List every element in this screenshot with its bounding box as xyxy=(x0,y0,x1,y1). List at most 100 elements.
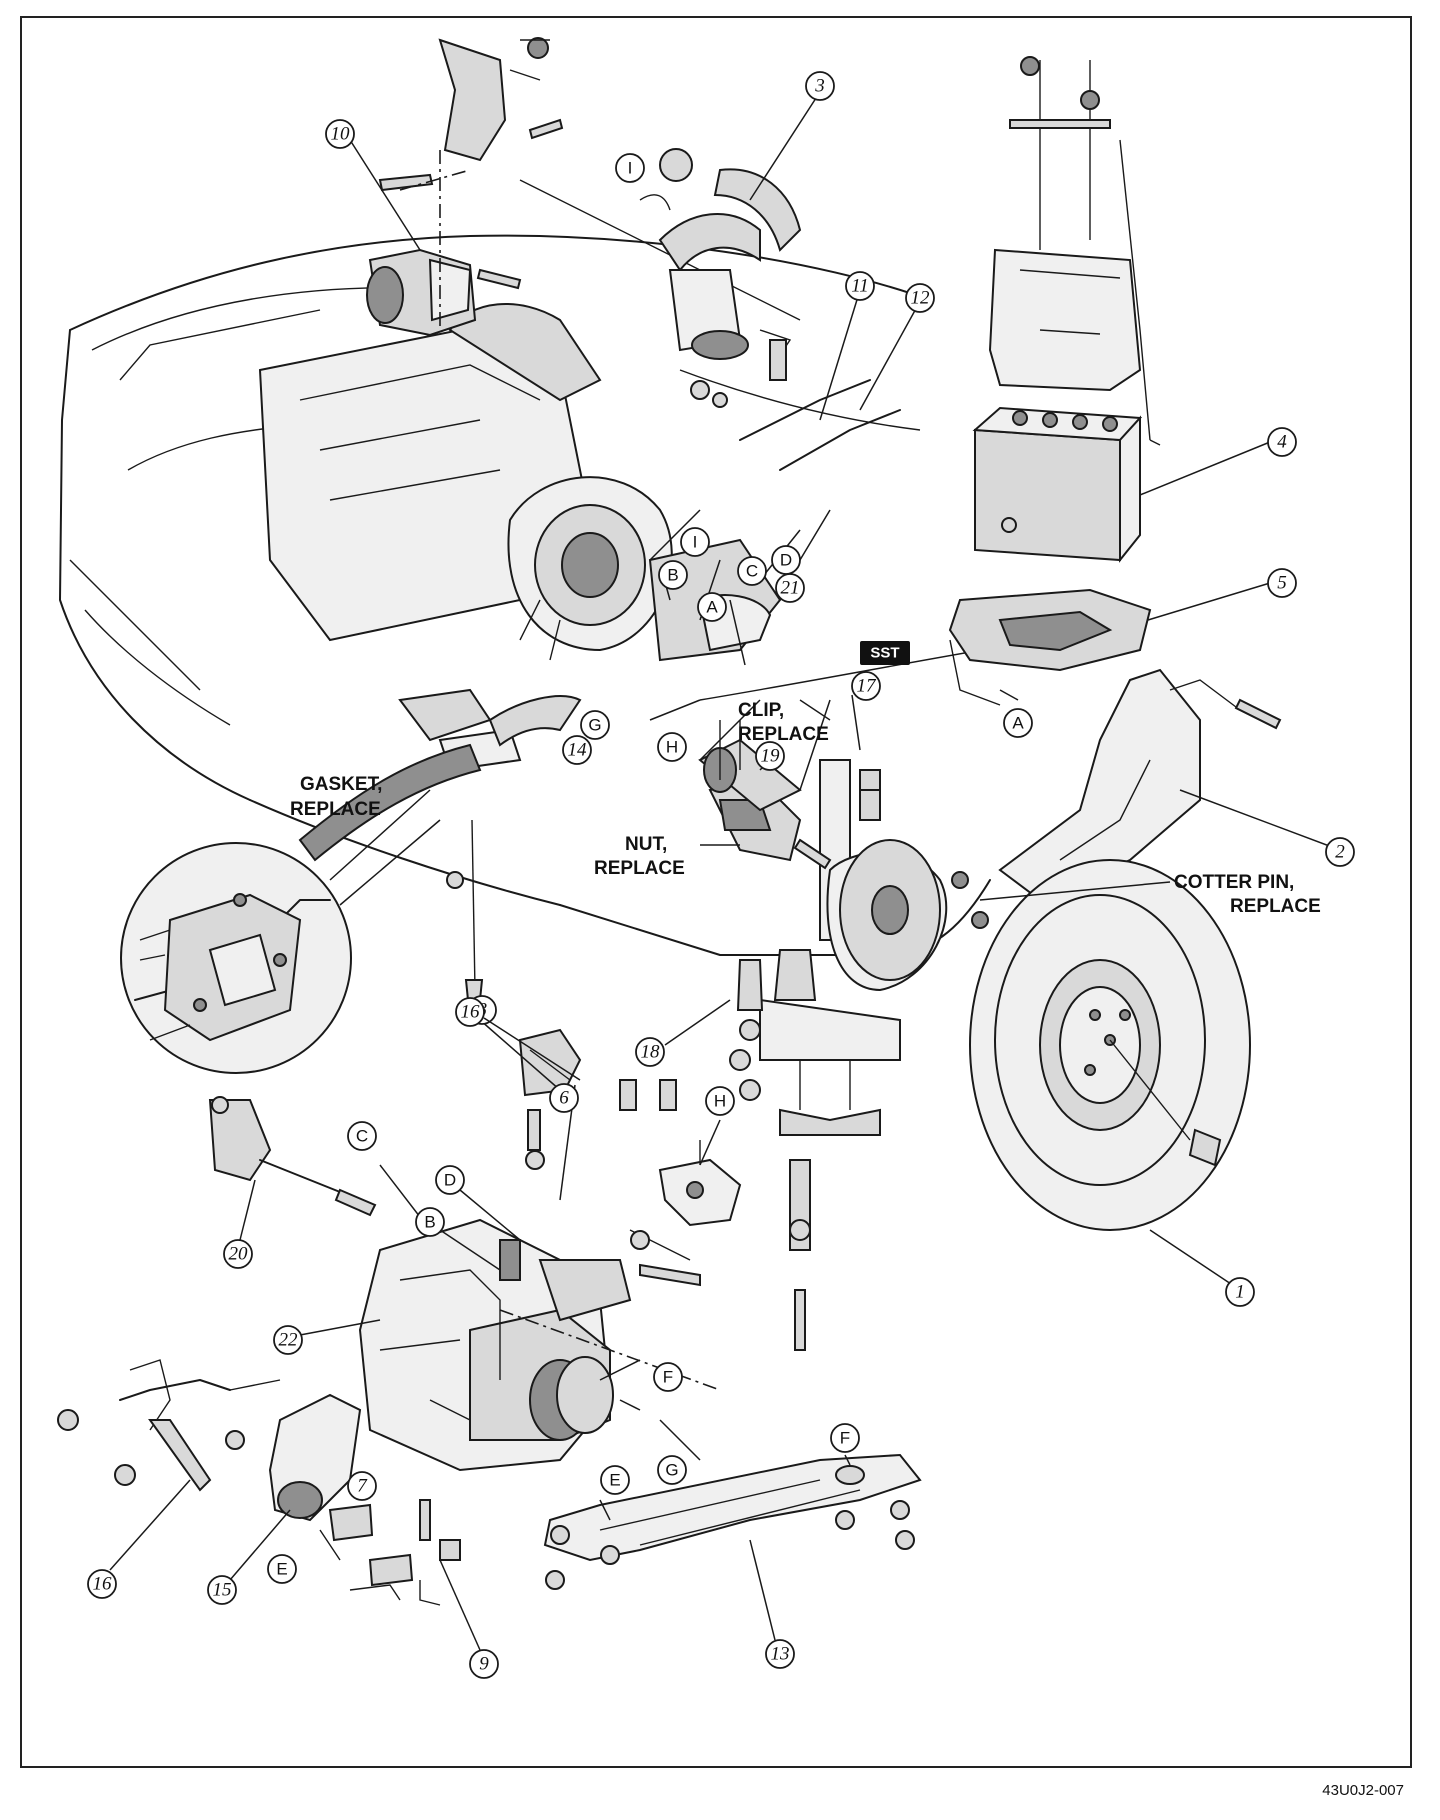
callout-22: 22 xyxy=(273,1325,303,1355)
crossmember xyxy=(543,1453,922,1641)
callout-10-text: 10 xyxy=(331,124,351,145)
ref-E-mount-text: E xyxy=(276,1560,287,1579)
ref-B-upper-text: B xyxy=(667,566,678,585)
ref-G-upper-text: G xyxy=(588,716,601,735)
callout-11: 11 xyxy=(845,271,875,301)
callout-7: 7 xyxy=(347,1471,377,1501)
callout-4: 4 xyxy=(1267,427,1297,457)
ref-D-upper: D xyxy=(771,545,801,575)
ref-G-lower: G xyxy=(657,1455,687,1485)
callout-18-text: 18 xyxy=(641,1042,661,1063)
ref-F-transaxle-text: F xyxy=(663,1368,673,1387)
ref-H-upper-text: H xyxy=(666,738,678,757)
callout-17-text: 17 xyxy=(857,676,878,697)
vacuum-hoses xyxy=(690,289,919,471)
ref-E-crossmember: E xyxy=(600,1465,630,1495)
callout-21: 21 xyxy=(775,573,805,603)
callout-16-upper-label: 16 xyxy=(461,1002,481,1023)
ref-I-lower-text: I xyxy=(693,533,698,552)
callout-9: 9 xyxy=(469,1649,499,1679)
cotter-pin-leader xyxy=(979,881,1171,901)
magnified-detail-view xyxy=(120,789,441,1074)
ref-H-lower-text: H xyxy=(714,1092,726,1111)
engine-block xyxy=(258,303,782,662)
callout-18: 18 xyxy=(635,1037,665,1067)
ref-H-lower: H xyxy=(705,1086,735,1116)
ref-B-lower: B xyxy=(415,1207,445,1237)
ref-E-mount: E xyxy=(267,1554,297,1584)
ref-E-crossmember-text: E xyxy=(609,1471,620,1490)
callout-14: 14 xyxy=(562,735,592,765)
transaxle xyxy=(299,1218,721,1472)
callout-16-upper-leader xyxy=(483,1017,581,1081)
ref-B-lower-text: B xyxy=(424,1213,435,1232)
ref-D-lower: D xyxy=(435,1165,465,1195)
ref-I-upper: I xyxy=(615,153,645,183)
nut-note-line1: NUT, xyxy=(625,834,667,855)
gasket-note-line2: REPLACE xyxy=(290,799,381,820)
callout-13-text: 13 xyxy=(771,1644,790,1665)
callout-1-text: 1 xyxy=(1235,1282,1245,1303)
gasket-note-line1: GASKET, xyxy=(300,774,382,795)
ref-A-upper: A xyxy=(697,592,727,622)
ref-C-upper: C xyxy=(737,556,767,586)
splash-shield xyxy=(998,668,1341,902)
callout-15: 15 xyxy=(207,1575,237,1605)
callout-4-text: 4 xyxy=(1277,432,1287,453)
ref-C-lower-text: C xyxy=(356,1127,368,1146)
speed-sensor xyxy=(319,1499,481,1651)
ref-C-lower: C xyxy=(347,1121,377,1151)
callout-13: 13 xyxy=(765,1639,795,1669)
battery-assembly xyxy=(948,56,1271,706)
sst-badge-text: SST xyxy=(870,645,899,662)
figure-code: 43U0J2-007 xyxy=(1322,1782,1404,1799)
callout-19-text: 19 xyxy=(761,746,781,767)
front-wheel xyxy=(969,859,1251,1291)
callout-17: 17 xyxy=(851,671,881,701)
callout-15-text: 15 xyxy=(213,1580,232,1601)
callout-16-lower: 16 xyxy=(87,1569,117,1599)
ref-A-lower: A xyxy=(1003,708,1033,738)
clip-note-line1: CLIP, xyxy=(738,700,784,721)
callout-14-text: 14 xyxy=(568,740,588,761)
cotter-pin-note-line1: COTTER PIN, xyxy=(1174,872,1294,893)
callout-12: 12 xyxy=(905,283,935,313)
callout-5-text: 5 xyxy=(1277,573,1287,594)
callout-1: 1 xyxy=(1225,1277,1255,1307)
ref-H-upper: H xyxy=(657,732,687,762)
starter-motor xyxy=(349,37,564,337)
ref-F-crossmember: F xyxy=(830,1423,860,1453)
ref-F-transaxle: F xyxy=(653,1362,683,1392)
callout-2-text: 2 xyxy=(1335,842,1345,863)
clip-note-line2: REPLACE xyxy=(738,724,829,745)
shift-rod-and-mount xyxy=(57,1359,362,1581)
cv-joint-boot xyxy=(698,720,802,812)
callout-9-text: 9 xyxy=(479,1654,489,1675)
ref-A-upper-text: A xyxy=(706,598,718,617)
callout-3: 3 xyxy=(805,71,835,101)
ref-I-upper-text: I xyxy=(628,159,633,178)
callout-2: 2 xyxy=(1325,837,1355,867)
shift-cable-bracket xyxy=(208,1096,377,1241)
callout-22-text: 22 xyxy=(279,1330,299,1351)
callout-3-text: 3 xyxy=(814,76,825,97)
exhaust-pipe-assembly xyxy=(298,688,582,1001)
callout-12-text: 12 xyxy=(911,288,931,309)
ref-G-upper: G xyxy=(580,710,610,740)
engine-mount xyxy=(479,1019,742,1227)
callout-16-upper-ring xyxy=(455,997,485,1027)
callout-10: 10 xyxy=(325,119,355,149)
callout-11-text: 11 xyxy=(851,276,869,297)
cotter-pin-note-line2: REPLACE xyxy=(1230,896,1321,917)
callout-16-lower-text: 16 xyxy=(93,1574,113,1595)
ref-B-upper: B xyxy=(658,560,688,590)
callout-21-text: 21 xyxy=(781,578,800,599)
callout-6: 6 xyxy=(549,1083,579,1113)
ref-D-lower-text: D xyxy=(444,1171,456,1190)
air-intake-duct xyxy=(639,94,819,360)
ref-D-upper-text: D xyxy=(780,551,792,570)
callout-20-text: 20 xyxy=(229,1244,249,1265)
ref-I-lower: I xyxy=(680,527,710,557)
reference-leader-lines xyxy=(379,509,1019,1521)
